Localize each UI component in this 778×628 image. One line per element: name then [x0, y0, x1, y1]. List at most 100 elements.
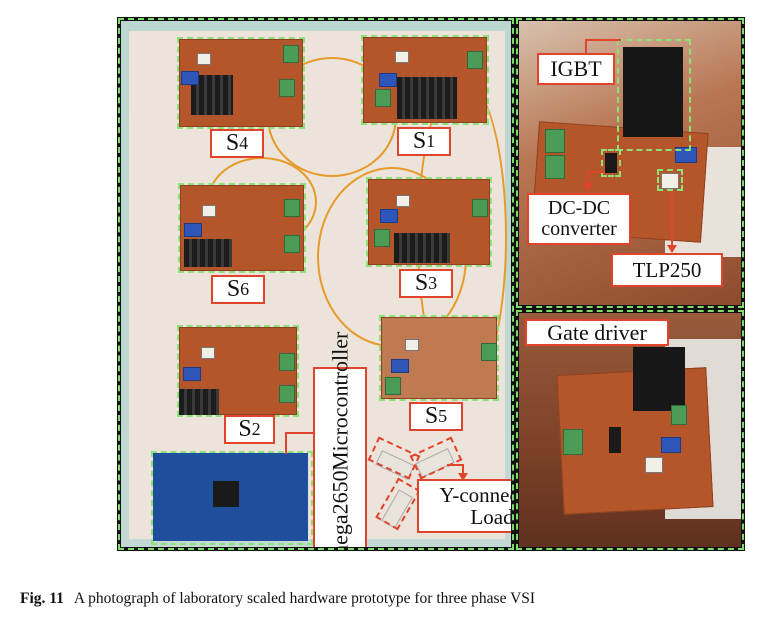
pcb-s3 — [368, 179, 490, 265]
terminal-block-green — [385, 377, 401, 395]
outline-s4 — [177, 37, 305, 129]
arrow-line — [462, 464, 464, 476]
optocoupler-chip — [405, 339, 419, 351]
terminal-block-blue — [661, 437, 681, 453]
label-igbt: IGBT — [537, 53, 615, 85]
igbt-heatsink — [623, 47, 683, 137]
figure-number: Fig. 11 — [20, 590, 64, 607]
label-text: S — [225, 129, 240, 156]
terminal-block-green — [545, 155, 565, 179]
outline-s1 — [361, 35, 489, 125]
label-subscript: 3 — [428, 273, 438, 294]
terminal-block-blue — [183, 367, 201, 381]
terminal-block-green — [279, 385, 295, 403]
pcb-s5 — [381, 317, 497, 399]
label-text-line2: Microcontroller — [327, 331, 353, 471]
igbt-heatsink — [633, 347, 685, 411]
figure-caption: Fig. 11 A photograph of laboratory scaled… — [20, 590, 760, 608]
label-text-line2: converter — [541, 218, 617, 240]
label-subscript: 2 — [251, 419, 261, 440]
caption-text: A photograph of laboratory scaled hardwa… — [73, 590, 536, 607]
optocoupler-chip — [201, 347, 215, 359]
arrow-line — [447, 464, 463, 466]
label-text: S — [238, 415, 252, 442]
heatsink — [184, 239, 232, 267]
outline-igbt — [617, 39, 691, 151]
label-text: S — [424, 402, 439, 429]
optocoupler-chip — [197, 53, 211, 65]
pcb-s4 — [179, 39, 303, 127]
terminal-block-green — [284, 199, 300, 217]
arduino-mega-board — [153, 453, 308, 541]
terminal-block-green — [279, 353, 295, 371]
arrow-head — [667, 245, 677, 253]
terminal-block-green — [481, 343, 497, 361]
terminal-block-blue — [380, 209, 398, 223]
label-subscript: 1 — [426, 131, 436, 152]
outline-microcontroller — [151, 451, 313, 545]
arrow-line — [587, 171, 589, 185]
terminal-block-green — [563, 429, 583, 455]
terminal-block-green — [283, 45, 299, 63]
outline-dcdc — [601, 149, 621, 177]
terminal-block-blue — [675, 147, 697, 163]
arrow-head — [583, 183, 593, 191]
terminal-block-blue — [184, 223, 202, 237]
label-load: Y-connected Load — [417, 479, 515, 533]
label-text-line1: DC-DC — [547, 197, 611, 219]
pcb-s6 — [180, 185, 304, 271]
label-subscript: 6 — [240, 279, 250, 300]
label-text: IGBT — [550, 56, 602, 82]
label-text: TLP250 — [632, 257, 702, 282]
terminal-block-blue — [379, 73, 397, 87]
label-subscript: 5 — [438, 406, 448, 427]
tlp250-chip — [661, 173, 679, 189]
label-text: S — [412, 127, 427, 154]
terminal-block-green — [279, 79, 295, 97]
top-right-photo-panel: IGBT DC-DC converter TLP250 — [515, 17, 745, 309]
outline-tlp250 — [657, 169, 683, 191]
terminal-block-green — [375, 89, 391, 107]
terminal-block-green — [545, 129, 565, 153]
label-text: Gate driver — [547, 319, 647, 345]
outline-s6 — [178, 183, 306, 273]
terminal-block-green — [467, 51, 483, 69]
pcb-s2 — [179, 327, 297, 415]
terminal-block-green — [671, 405, 687, 425]
optocoupler-chip — [202, 205, 216, 217]
label-text: S — [226, 275, 241, 302]
heatsink — [397, 77, 457, 119]
pcb-s1 — [363, 37, 487, 123]
terminal-block-green — [472, 199, 488, 217]
label-text: S — [414, 269, 429, 296]
terminal-block-green — [374, 229, 390, 247]
label-text-line2: Load — [470, 505, 514, 529]
label-subscript: 4 — [239, 133, 249, 154]
label-text-line1: Atmega2650 — [327, 470, 353, 551]
arrow-head — [458, 473, 468, 481]
outline-s3 — [366, 177, 492, 267]
outline-s5 — [379, 315, 499, 401]
label-dcdc: DC-DC converter — [527, 193, 631, 245]
label-tlp250: TLP250 — [611, 253, 723, 287]
tlp250-chip — [645, 457, 663, 473]
bottom-right-photo-panel: Gate driver — [515, 309, 745, 551]
optocoupler-chip — [395, 51, 409, 63]
dcdc-module — [605, 153, 617, 173]
microcontroller-chip — [213, 481, 239, 507]
arrow-line — [587, 171, 605, 173]
outline-s2 — [177, 325, 299, 417]
terminal-block-green — [284, 235, 300, 253]
arrow-line — [585, 39, 621, 41]
heatsink — [394, 233, 450, 263]
arrow-line — [671, 191, 673, 247]
heatsink — [179, 389, 219, 415]
optocoupler-chip — [396, 195, 410, 207]
